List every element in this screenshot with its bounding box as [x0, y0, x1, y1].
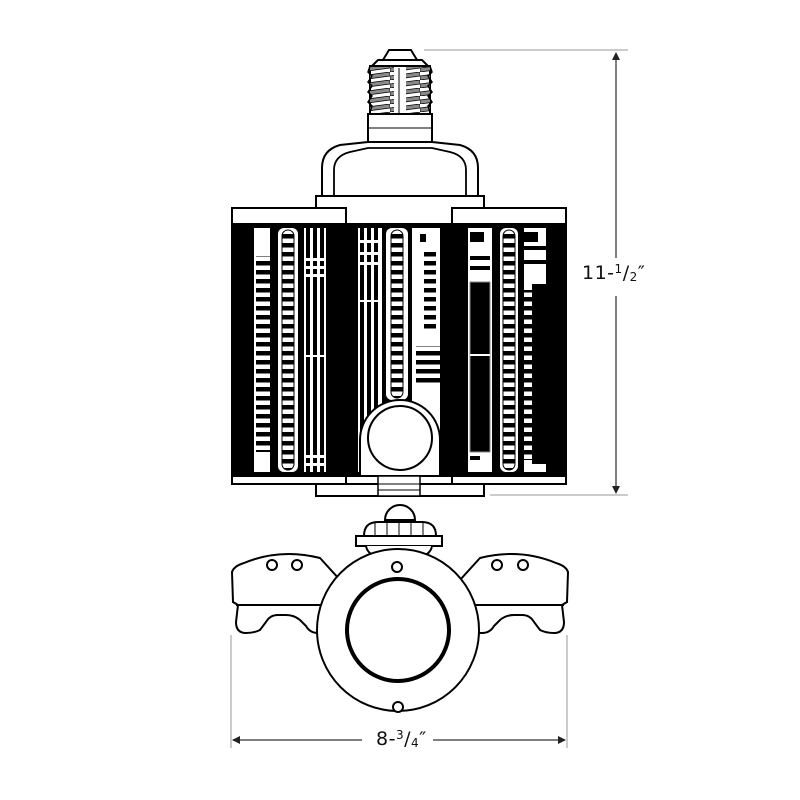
- width-denominator: 4: [411, 736, 420, 750]
- height-arrow-top: [612, 52, 620, 60]
- front-view: [231, 49, 567, 497]
- dimension-lines: [230, 49, 628, 748]
- left-led-panel: [231, 223, 347, 477]
- width-dimension-label: 8-3/4″: [370, 728, 433, 750]
- center-ring-inner: [345, 577, 451, 683]
- right-fan-wing: [459, 553, 570, 635]
- height-dimension-label: 11-1/2″: [582, 262, 646, 284]
- width-whole: 8-: [376, 728, 396, 750]
- width-arrow-left: [232, 736, 240, 744]
- right-wing-hole-1: [491, 559, 503, 571]
- width-numerator: 3: [395, 728, 405, 742]
- width-arrow-right: [558, 736, 566, 744]
- driver-housing: [321, 141, 479, 197]
- height-whole: 11-: [582, 262, 615, 284]
- left-panel-top-cap: [231, 207, 347, 225]
- ring-hole-top: [391, 561, 403, 573]
- width-unit: ″: [419, 728, 427, 750]
- ring-hole-bottom: [392, 701, 404, 713]
- height-slash: /: [622, 262, 630, 284]
- base-contact-tip: [381, 49, 419, 61]
- left-panel-bottom-cap: [231, 475, 347, 485]
- height-unit: ″: [637, 262, 646, 284]
- right-panel-top-cap: [451, 207, 567, 225]
- right-wing-hole-2: [517, 559, 529, 571]
- top-view: [230, 504, 570, 713]
- sensor-dome: [383, 504, 417, 521]
- width-slash: /: [404, 728, 411, 750]
- right-panel-bottom-cap: [451, 475, 567, 485]
- e39-screw-base: [367, 65, 433, 115]
- left-wing-hole-2: [291, 559, 303, 571]
- left-wing-hole-1: [266, 559, 278, 571]
- height-arrow-bottom: [612, 486, 620, 494]
- height-numerator: 1: [614, 262, 623, 276]
- left-fan-wing: [230, 553, 341, 635]
- height-denominator: 2: [629, 270, 638, 284]
- center-hub: [359, 399, 441, 477]
- right-led-panel: [453, 223, 567, 477]
